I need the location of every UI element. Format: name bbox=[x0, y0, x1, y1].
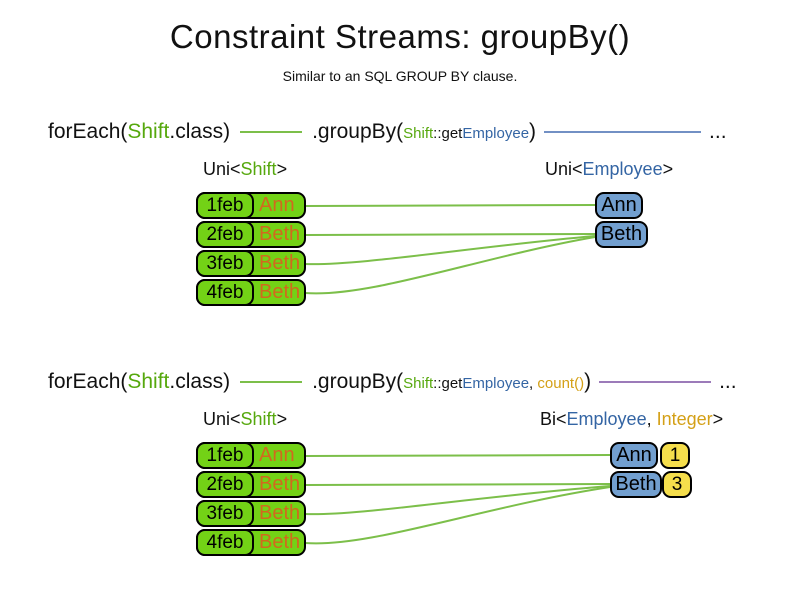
d1-line-row4-beth bbox=[304, 236, 596, 295]
employee-group-box: Beth bbox=[610, 471, 662, 498]
foreach-token: forEach( bbox=[48, 120, 128, 143]
d2-left-type-label: Uni<Shift> bbox=[203, 409, 287, 430]
groupby-expression: .groupBy(Shift::getEmployee, count()) bbox=[312, 370, 591, 394]
shift-row: 4feb Beth bbox=[196, 279, 306, 306]
d1-right-type-label: Uni<Employee> bbox=[545, 159, 673, 180]
groupby-token: .groupBy( bbox=[312, 120, 404, 143]
employee-group-box: Ann bbox=[610, 442, 658, 469]
employee-group-box: Ann bbox=[595, 192, 643, 219]
class-token: .class) bbox=[169, 370, 231, 393]
bi-stream-connector bbox=[599, 381, 712, 383]
shift-employee-name: Beth bbox=[259, 531, 301, 553]
shift-employee-name: Beth bbox=[259, 502, 301, 524]
code-line-2: forEach(Shift.class) .groupBy(Shift::get… bbox=[48, 367, 737, 397]
label-integer: Integer bbox=[656, 409, 713, 429]
uni-employee-stream-connector bbox=[544, 131, 702, 133]
d1-line-row1-ann bbox=[304, 204, 596, 207]
d2-line-row1-ann bbox=[304, 454, 611, 457]
label-text: > bbox=[662, 159, 674, 179]
shift-row: 1feb Ann bbox=[196, 192, 306, 219]
label-text: Bi< bbox=[540, 409, 567, 429]
d2-right-type-label: Bi<Employee, Integer> bbox=[540, 409, 723, 430]
shift-employee-name: Beth bbox=[259, 281, 301, 303]
shift-row: 4feb Beth bbox=[196, 529, 306, 556]
uni-shift-stream-connector bbox=[240, 381, 303, 383]
foreach-expression: forEach(Shift.class) bbox=[48, 370, 230, 394]
shift-employee-name: Beth bbox=[259, 473, 301, 495]
label-text: , bbox=[646, 409, 657, 429]
groupby-close-token: ) bbox=[584, 370, 592, 393]
shift-date-chip: 4feb bbox=[196, 279, 254, 306]
shift-row: 3feb Beth bbox=[196, 500, 306, 527]
shift-row: 3feb Beth bbox=[196, 250, 306, 277]
d1-line-row2-beth bbox=[304, 233, 596, 236]
arg-shift-token: Shift bbox=[403, 125, 434, 142]
arg-employee-token: Employee bbox=[462, 375, 530, 392]
label-text: > bbox=[276, 409, 288, 429]
groupby-token: .groupBy( bbox=[312, 370, 404, 393]
page-subtitle: Similar to an SQL GROUP BY clause. bbox=[282, 68, 518, 84]
employee-group-box: Beth bbox=[595, 221, 648, 248]
label-text: > bbox=[712, 409, 724, 429]
shift-row: 2feb Beth bbox=[196, 471, 306, 498]
shift-row: 2feb Beth bbox=[196, 221, 306, 248]
shift-employee-name: Beth bbox=[259, 252, 301, 274]
arg-getter-token: ::get bbox=[433, 125, 463, 142]
arg-employee-token: Employee bbox=[462, 125, 530, 142]
count-box: 1 bbox=[660, 442, 690, 469]
shift-row: 1feb Ann bbox=[196, 442, 306, 469]
shift-date-chip: 1feb bbox=[196, 442, 254, 469]
d2-line-row2-beth bbox=[304, 483, 611, 486]
shift-date-chip: 2feb bbox=[196, 471, 254, 498]
foreach-token: forEach( bbox=[48, 370, 128, 393]
shift-employee-name: Ann bbox=[259, 444, 295, 466]
arg-count-token: count() bbox=[537, 375, 585, 392]
label-text: Uni< bbox=[203, 409, 241, 429]
groupby-expression: .groupBy(Shift::getEmployee) bbox=[312, 120, 536, 144]
arg-shift-token: Shift bbox=[403, 375, 434, 392]
shift-class-token: Shift bbox=[127, 120, 170, 143]
label-employee: Employee bbox=[566, 409, 647, 429]
shift-date-chip: 2feb bbox=[196, 221, 254, 248]
ellipsis: ... bbox=[719, 370, 737, 393]
shift-date-chip: 4feb bbox=[196, 529, 254, 556]
uni-shift-stream-connector bbox=[240, 131, 303, 133]
shift-employee-name: Ann bbox=[259, 194, 295, 216]
shift-date-chip: 1feb bbox=[196, 192, 254, 219]
d2-line-row4-beth bbox=[304, 486, 611, 545]
count-box: 3 bbox=[662, 471, 692, 498]
class-token: .class) bbox=[169, 120, 231, 143]
arg-comma-token: , bbox=[529, 375, 538, 392]
label-text: Uni< bbox=[203, 159, 241, 179]
groupby-close-token: ) bbox=[529, 120, 537, 143]
label-text: Uni< bbox=[545, 159, 583, 179]
d1-left-type-label: Uni<Shift> bbox=[203, 159, 287, 180]
code-line-1: forEach(Shift.class) .groupBy(Shift::get… bbox=[48, 117, 727, 147]
shift-class-token: Shift bbox=[127, 370, 170, 393]
foreach-expression: forEach(Shift.class) bbox=[48, 120, 230, 144]
shift-date-chip: 3feb bbox=[196, 500, 254, 527]
label-shift: Shift bbox=[240, 409, 277, 429]
shift-date-chip: 3feb bbox=[196, 250, 254, 277]
label-shift: Shift bbox=[240, 159, 277, 179]
shift-employee-name: Beth bbox=[259, 223, 301, 245]
d2-line-row3-beth bbox=[304, 485, 611, 516]
label-employee: Employee bbox=[582, 159, 663, 179]
page-title: Constraint Streams: groupBy() bbox=[169, 18, 631, 55]
label-text: > bbox=[276, 159, 288, 179]
d1-line-row3-beth bbox=[304, 235, 596, 266]
arg-getter-token: ::get bbox=[433, 375, 463, 392]
ellipsis: ... bbox=[709, 120, 727, 143]
